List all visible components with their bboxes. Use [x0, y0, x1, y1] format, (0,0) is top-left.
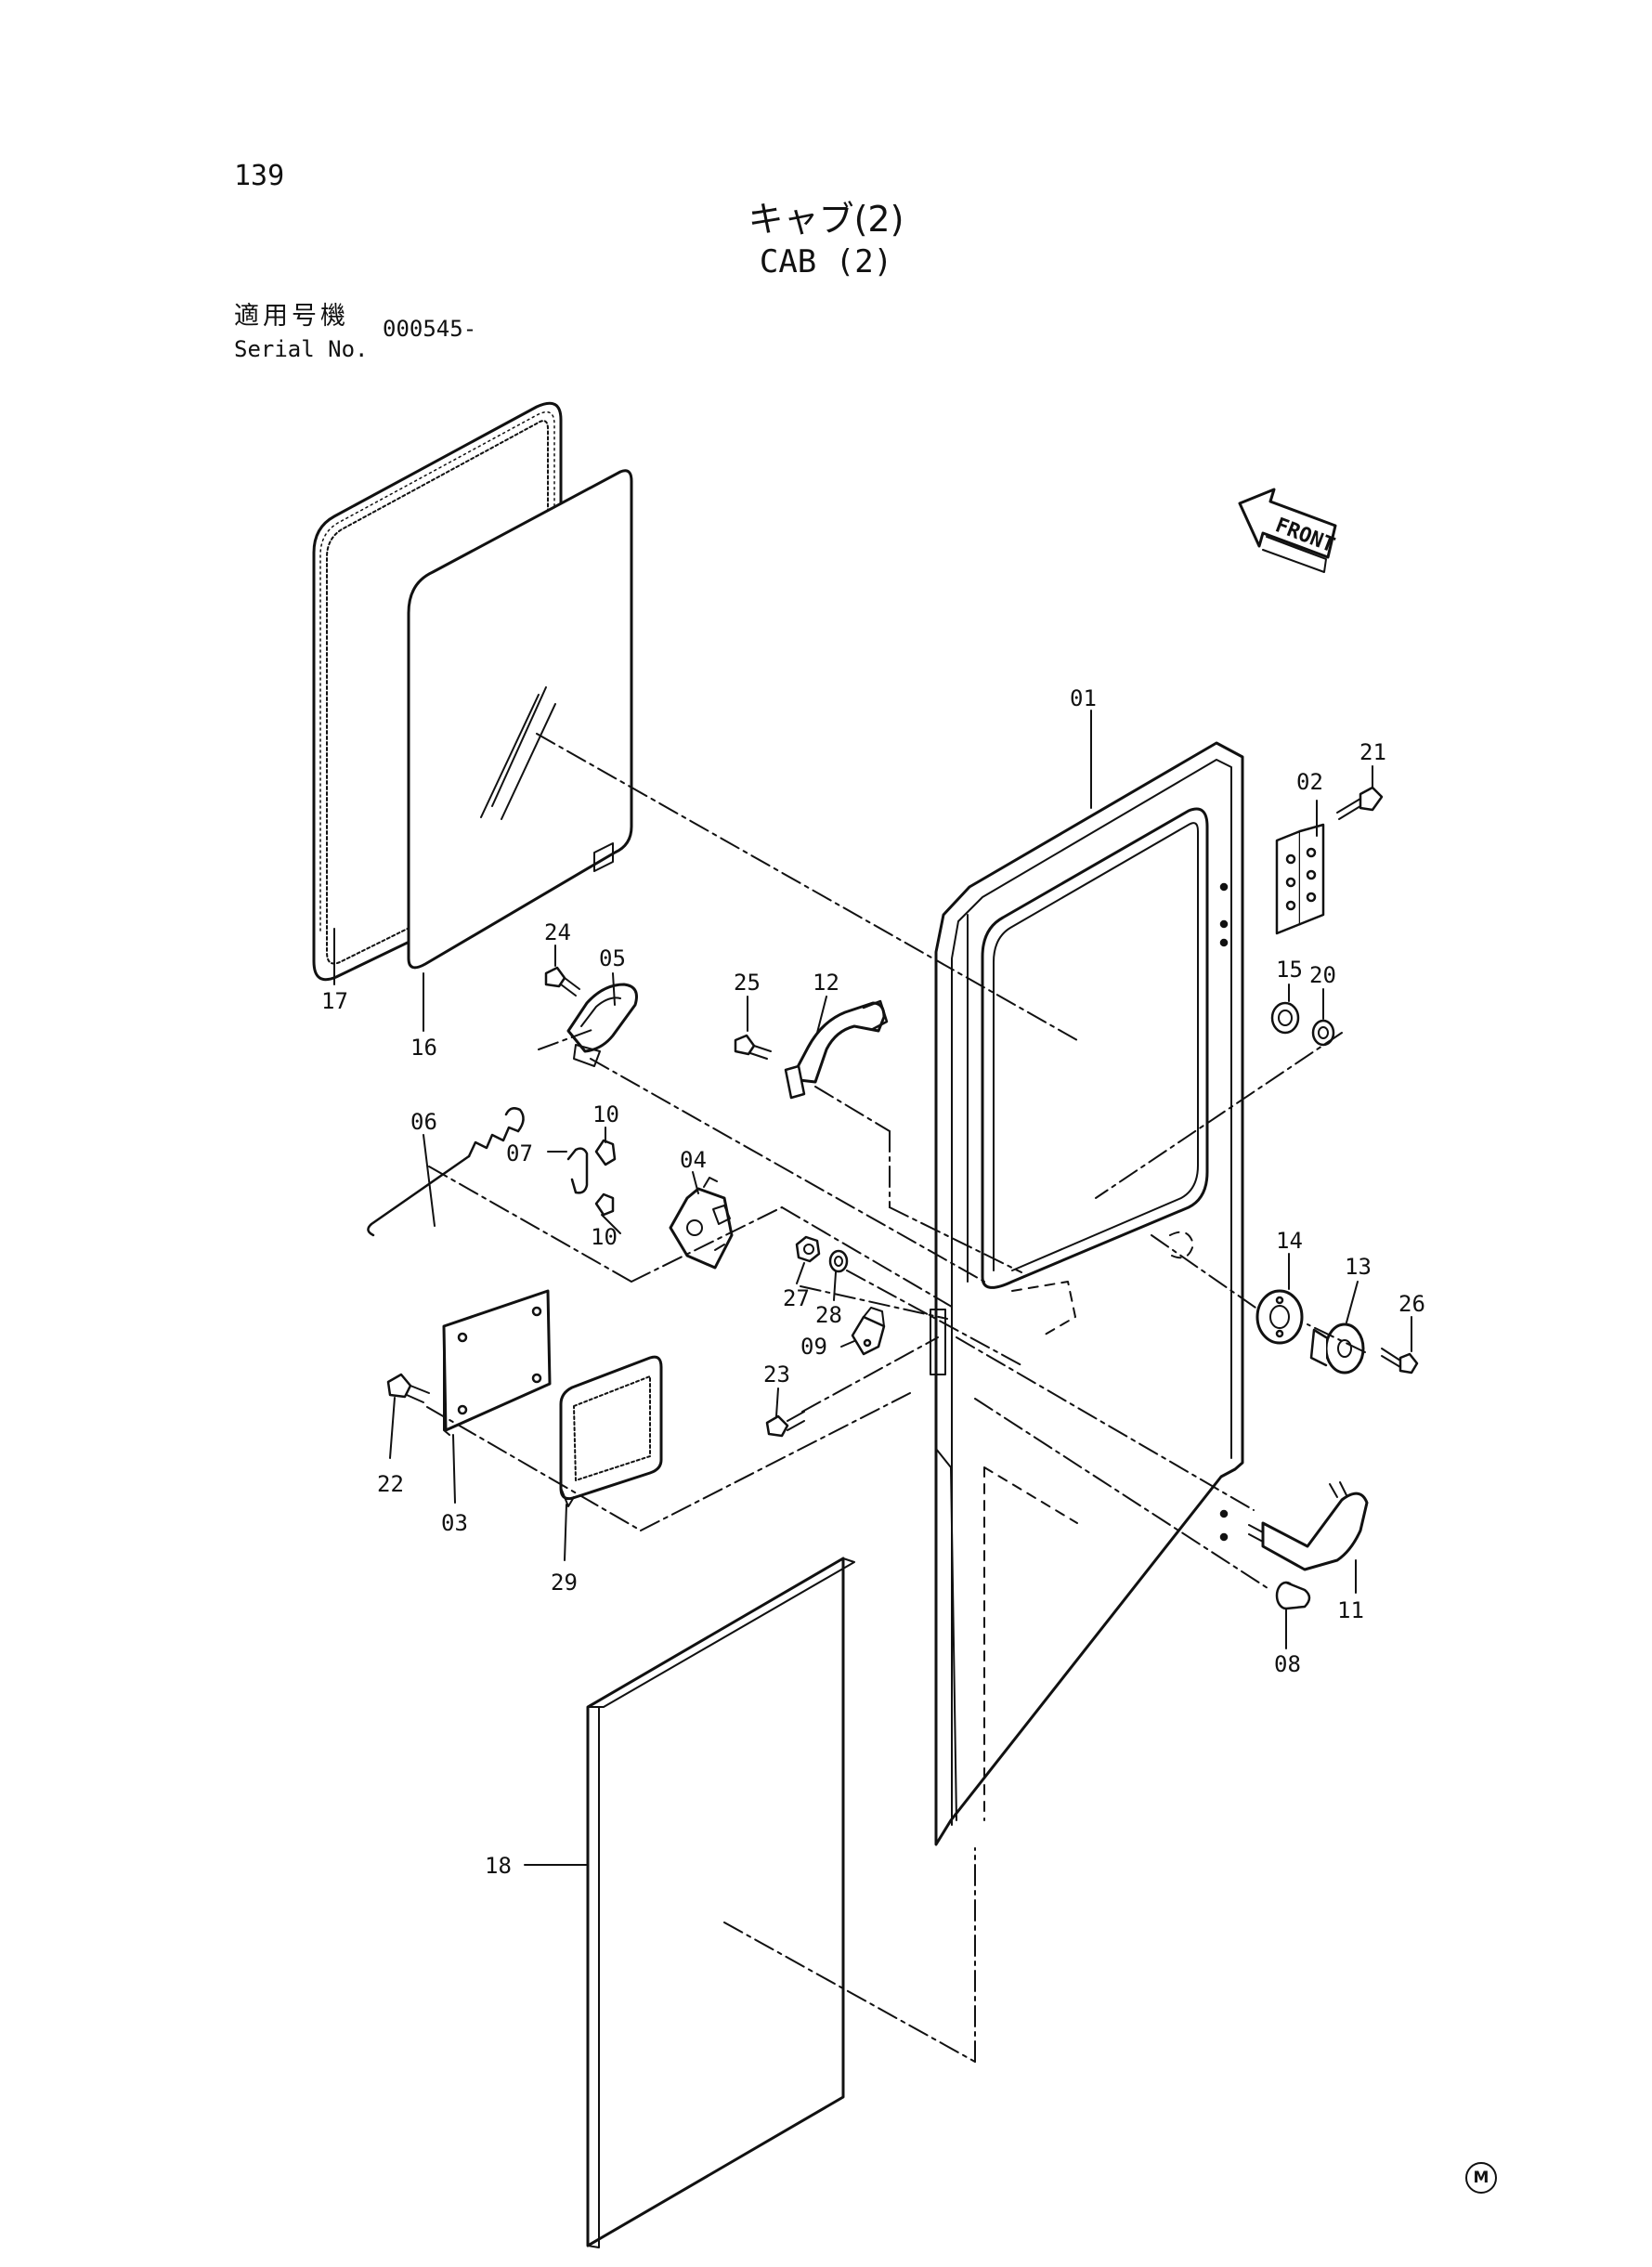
serial-label-jp: 適用号機	[234, 302, 349, 331]
callout-02: 02	[1296, 769, 1323, 795]
catch	[1309, 1322, 1365, 1375]
assembly-lines	[426, 733, 1366, 2063]
callout-14: 14	[1276, 1228, 1303, 1254]
page-number: 139	[234, 160, 285, 192]
callout-24: 24	[544, 919, 571, 945]
bolt-grip	[734, 1034, 772, 1060]
lock	[669, 1177, 734, 1270]
callout-08: 08	[1274, 1651, 1301, 1677]
clip-b	[594, 1192, 615, 1217]
bolt-catch	[1381, 1348, 1419, 1375]
manufacturer-mark-icon: M	[1465, 2162, 1497, 2194]
key-cylinder	[1275, 1581, 1311, 1610]
bolt-cover	[386, 1373, 430, 1403]
rubber-stop	[1255, 1289, 1304, 1345]
inner-handle	[566, 983, 638, 1067]
bolt-handle	[544, 966, 580, 997]
callout-23: 23	[763, 1362, 790, 1388]
callout-07: 07	[506, 1140, 533, 1166]
glass	[407, 469, 633, 970]
callout-09: 09	[800, 1334, 827, 1360]
washer-lock	[828, 1249, 849, 1273]
rod	[367, 1107, 525, 1237]
callout-16: 16	[410, 1035, 437, 1061]
bolt-striker	[765, 1411, 805, 1438]
cover-plate	[442, 1289, 552, 1436]
callout-10-b: 10	[591, 1224, 618, 1250]
callout-12: 12	[813, 970, 839, 996]
callout-20: 20	[1309, 962, 1336, 988]
door-panel	[586, 1557, 855, 2248]
callout-28: 28	[815, 1302, 842, 1328]
clip	[566, 1147, 589, 1194]
callout-01: 01	[1070, 685, 1097, 711]
leader-lines	[333, 710, 1412, 1866]
callout-27: 27	[783, 1285, 810, 1311]
page-title-en: CAB (2)	[759, 243, 893, 280]
callout-25: 25	[734, 970, 761, 996]
callout-18: 18	[485, 1853, 512, 1879]
callout-04: 04	[680, 1147, 707, 1173]
callout-10-a: 10	[592, 1101, 619, 1127]
nut	[1270, 1001, 1300, 1035]
page-title-jp: キャブ(2)	[748, 199, 904, 240]
hidden-lines	[983, 1231, 1194, 1821]
grip	[784, 999, 889, 1100]
front-arrow-icon: FRONT	[1238, 488, 1338, 573]
nut-lock	[795, 1235, 821, 1263]
callout-26: 26	[1398, 1291, 1425, 1317]
door-frame	[930, 741, 1244, 1846]
callout-29: 29	[551, 1570, 578, 1596]
striker	[851, 1307, 886, 1356]
callout-13: 13	[1345, 1254, 1372, 1280]
washer	[1311, 1019, 1335, 1047]
serial-label-en: Serial No.	[234, 336, 369, 362]
callout-17: 17	[321, 988, 348, 1014]
callout-11: 11	[1337, 1597, 1364, 1623]
callout-06: 06	[410, 1109, 437, 1135]
callout-03: 03	[441, 1510, 468, 1536]
bolt-hinge	[1336, 786, 1384, 820]
callout-labels: 01 02 03 04 05 06 07 08 09 10 10 11 12 1…	[321, 685, 1425, 1879]
outer-handle	[1248, 1481, 1369, 1571]
callout-22: 22	[377, 1471, 404, 1497]
callout-05: 05	[599, 945, 626, 971]
serial-value: 000545-	[383, 316, 477, 342]
clip-a	[594, 1139, 617, 1166]
callout-15: 15	[1276, 957, 1303, 983]
hinge	[1275, 823, 1325, 935]
callout-21: 21	[1359, 739, 1386, 765]
gasket	[559, 1355, 663, 1507]
